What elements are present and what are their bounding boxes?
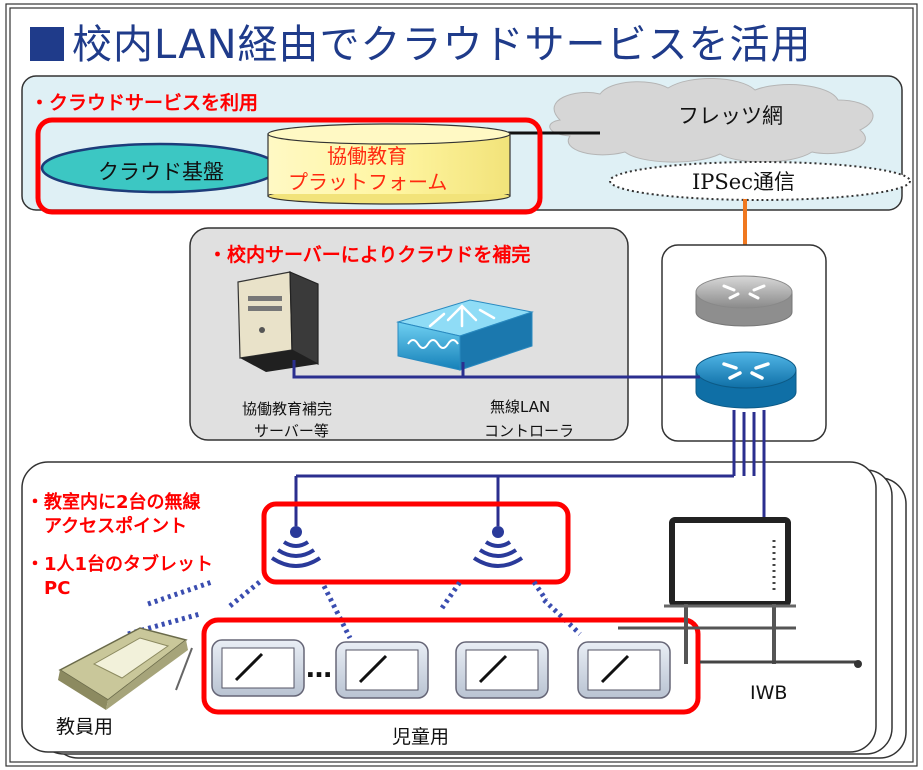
- ipsec-label: IPSec通信: [692, 170, 796, 194]
- tablets-highlight-box: [201, 617, 701, 715]
- cloud-highlight-box: [35, 117, 543, 215]
- student-tablet-2-icon: [335, 641, 429, 699]
- ipsec-ellipse: [609, 161, 911, 201]
- wlan-controller-icon: [396, 299, 534, 371]
- classroom-note1-line1: ・教室内に2台の無線: [26, 492, 201, 513]
- student-tablet-1-icon: [211, 639, 305, 697]
- wireless-links: [127, 578, 582, 640]
- controller-label-line2: コントローラ: [484, 422, 575, 440]
- classroom-note2-line1: ・1人1台のタブレット: [26, 554, 214, 575]
- classroom-note1-line2: アクセスポイント: [44, 516, 188, 537]
- student-tablet-4-icon: [577, 641, 671, 699]
- controller-label-line1: 無線LAN: [490, 398, 551, 416]
- server-icon: [237, 271, 319, 372]
- platform-cylinder: [267, 123, 511, 205]
- iwb-label: IWB: [750, 682, 788, 704]
- tablet-ellipsis: …: [306, 654, 332, 684]
- title-square-icon: [30, 27, 64, 61]
- platform-label-line1: 協働教育: [327, 144, 407, 168]
- blue-router-icon: [695, 351, 797, 409]
- page-title: 校内LAN経由でクラウドサービスを活用: [30, 12, 812, 70]
- access-point-2-icon: [472, 526, 524, 568]
- flets-cloud-shape: [549, 78, 874, 163]
- server-label-line2: サーバー等: [254, 422, 329, 440]
- platform-label-line2: プラットフォーム: [288, 170, 448, 194]
- classroom-note2-line2: PC: [44, 578, 71, 599]
- teacher-tablet-icon: [58, 627, 193, 710]
- teacher-device-label: 教員用: [56, 716, 114, 738]
- flets-network-label: フレッツ網: [678, 104, 783, 128]
- access-point-1-icon: [270, 526, 322, 568]
- ap-highlight-box: [261, 501, 571, 585]
- outer-frame: [5, 3, 918, 767]
- page-title-text: 校内LAN経由でクラウドサービスを活用: [72, 22, 812, 68]
- server-label-line1: 協働教育補完: [242, 400, 333, 418]
- iwb-icon: [618, 517, 862, 668]
- server-section-heading: ・校内サーバーによりクラウドを補完: [208, 244, 531, 266]
- outer-frame-inner: [9, 7, 914, 763]
- student-tablet-3-icon: [455, 641, 549, 699]
- cloud-section-heading: ・クラウドサービスを利用: [30, 92, 259, 114]
- student-device-label: 児童用: [392, 726, 450, 748]
- gray-router-icon: [695, 275, 793, 327]
- router-panel: [661, 244, 827, 442]
- server-lan-line: [292, 360, 700, 379]
- cloud-base-label: クラウド基盤: [98, 160, 224, 184]
